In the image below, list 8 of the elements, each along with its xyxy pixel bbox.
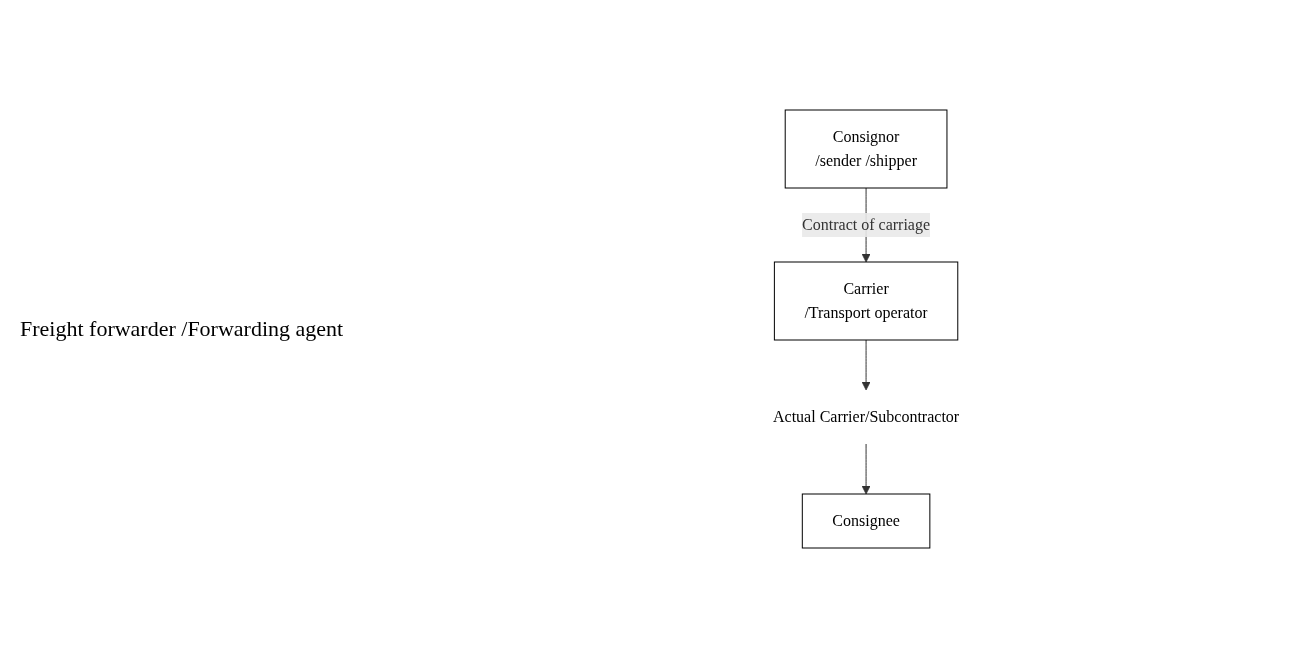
node-box: Carrier /Transport operator [773,261,959,341]
arrow [861,339,871,391]
node-box: Consignor /sender /shipper [784,109,948,189]
node-text: Actual Carrier/Subcontractor [772,408,960,425]
note-text: Freight forwarder /Forwarding agent [20,316,345,342]
node-box: Consignee [801,493,931,549]
edge-label: Contract of carriage [802,216,930,233]
arrow [861,443,871,495]
